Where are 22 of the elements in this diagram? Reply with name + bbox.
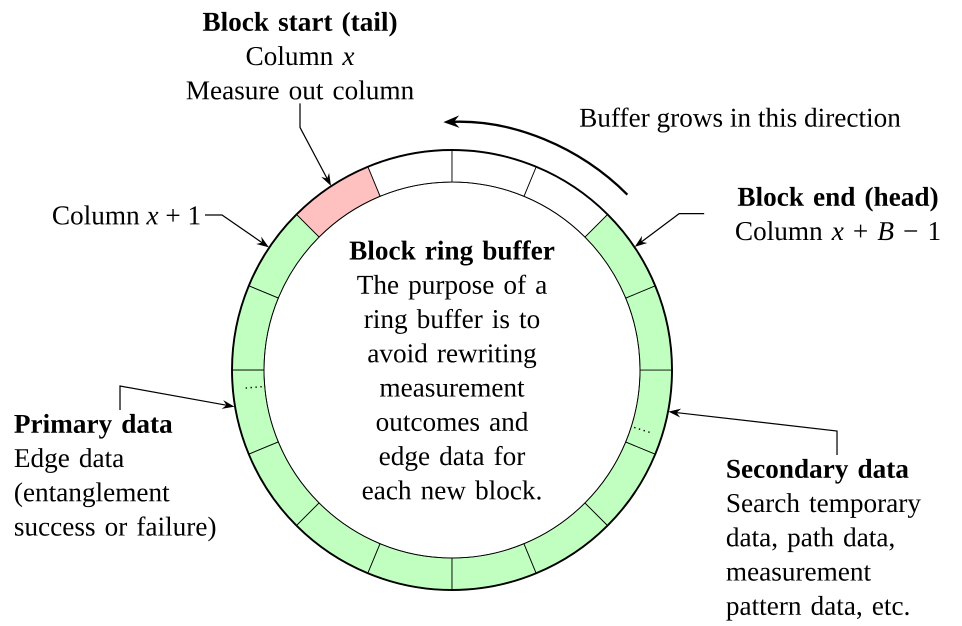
ring-segment xyxy=(248,214,320,298)
annotation-text: Secondary data Search temporary data, path data, measurement pattern data, etc. xyxy=(726,458,921,621)
ring-segment xyxy=(231,370,279,455)
ring-segment xyxy=(625,285,673,370)
ring-segment xyxy=(296,502,380,574)
ring-segment xyxy=(625,370,673,455)
annotation-text: Block end (head) Column x + B − 1 xyxy=(736,186,940,240)
annotation-text: Primary data Edge data (entanglement success or failure) xyxy=(14,414,216,542)
ring-segment xyxy=(452,149,537,197)
ring-segment xyxy=(452,543,537,591)
direction-label: Buffer grows in this direction xyxy=(580,107,900,133)
annotation-text: Block start (tail) Column x Measure out column xyxy=(186,12,414,100)
ring-segment xyxy=(584,214,656,298)
ring-segment xyxy=(367,149,452,197)
ring-segment xyxy=(231,285,279,370)
ring-segment xyxy=(367,543,452,591)
ring-segment xyxy=(524,166,608,238)
ring-segment xyxy=(296,166,380,238)
ring-segment xyxy=(248,442,320,526)
annotation-text: Column x + 1 xyxy=(53,205,200,225)
ring-segment xyxy=(584,442,656,526)
ring-segment xyxy=(524,502,608,574)
